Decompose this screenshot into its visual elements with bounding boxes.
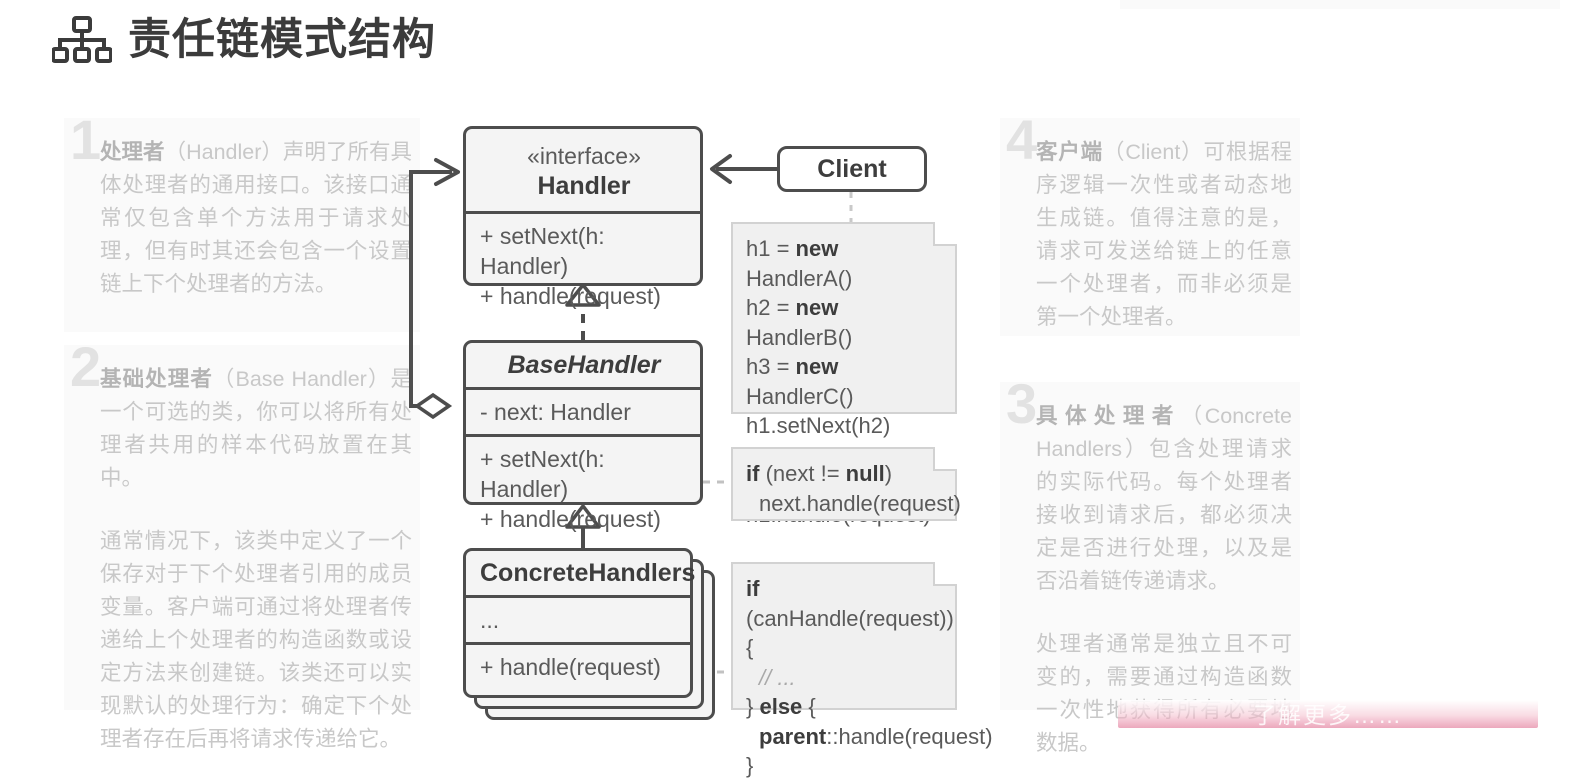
description-card-handler: 1 处理者（Handler）声明了所有具体处理者的通用接口。该接口通常仅包含单个… [64,112,420,332]
card-number-4: 4 [1006,108,1038,171]
card-number-3: 3 [1006,372,1038,435]
card-number-2: 2 [70,335,102,398]
concrete-handlers-header: ConcreteHandlers [466,551,696,595]
base-handler-methods: + setNext(h: Handler) + handle(request) [466,434,700,541]
concrete-code-line-4: parent::handle(request) [759,723,993,749]
handler-method-setnext: + setNext(h: Handler) [480,223,605,279]
handler-header: «interface» Handler [466,129,700,211]
card-1-text: （Handler）声明了所有具体处理者的通用接口。该接口通常仅包含单个方法用于请… [100,140,412,296]
base-handler-method-handle: + handle(request) [480,506,661,532]
uml-class-concrete-handlers[interactable]: ConcreteHandlers ... + handle(request) [463,548,696,698]
concrete-handlers-fields: ... [466,595,690,642]
handler-methods: + setNext(h: Handler) + handle(request) [466,211,700,318]
note-fold-corner-icon [933,447,957,471]
note-fold-corner-icon [933,562,957,586]
uml-class-client[interactable]: Client [777,146,927,192]
base-code-line-1: if (next != null) [746,461,893,486]
top-edge-strip [1120,0,1560,9]
handler-method-handle: + handle(request) [480,283,661,309]
base-code-line-2: next.handle(request) [759,490,961,516]
handler-stereotype: «interface» [527,143,641,169]
card-2-term: 基础处理者 [100,367,213,391]
card-3-text-2: 处理者通常是独立且不可变的，需要通过构造函数一次性地获得所有必要地数据。 [1036,632,1292,755]
concrete-code-line-2: // ... [759,664,796,690]
uml-class-handler[interactable]: «interface» Handler + setNext(h: Handler… [463,126,703,309]
card-3-term: 具体处理者 [1036,404,1181,428]
card-4-term: 客户端 [1036,140,1104,164]
note-base-handler-code: if (next != null) next.handle(request) [731,447,961,521]
card-2-text-1: （Base Handler）是一个可选的类，你可以将所有处理者共用的样本代码放置… [100,367,412,490]
concrete-handlers-methods: + handle(request) [466,642,690,689]
card-1-body: 处理者（Handler）声明了所有具体处理者的通用接口。该接口通常仅包含单个方法… [100,136,412,301]
concrete-handlers-method-handle: + handle(request) [480,654,661,680]
description-card-client: 4 客户端（Client）可根据程序逻辑一次性或者动态地生成链。值得注意的是，请… [1000,112,1300,336]
client-code-line-2: h2 = new HandlerB() [746,295,853,350]
watermark-banner: 了解更多…… [1118,700,1538,728]
card-3-text-1: （Concrete Handlers）包含处理请求的实际代码。每个处理者接收到请… [1036,404,1292,593]
base-handler-fields: - next: Handler [466,387,700,434]
base-handler-field-next: - next: Handler [480,399,631,425]
concrete-handlers-name: ConcreteHandlers [480,559,696,587]
card-1-term: 处理者 [100,140,165,164]
uml-class-base-handler[interactable]: BaseHandler - next: Handler + setNext(h:… [463,340,703,532]
client-code-line-4: h1.setNext(h2) [746,413,891,438]
client-code-line-1: h1 = new HandlerA() [746,236,853,291]
page-title-row: 责任链模式结构 [52,8,436,72]
client-code-line-3: h3 = new HandlerC() [746,354,854,409]
note-fold-corner-icon [933,222,957,246]
concrete-code-line-3: } else { [746,694,816,719]
card-2-body: 基础处理者（Base Handler）是一个可选的类，你可以将所有处理者共用的样… [100,363,412,756]
diagram-root: 责任链模式结构 1 处理者（Handler）声明了所有具体处理者的通用接口。该接… [52,0,1560,778]
base-handler-method-setnext: + setNext(h: Handler) [480,446,605,502]
concrete-handlers-field-ellipsis: ... [480,607,500,633]
note-client-code: h1 = new HandlerA() h2 = new HandlerB() … [731,222,957,527]
card-4-text: （Client）可根据程序逻辑一次性或者动态地生成链。值得注意的是，请求可发送给… [1036,140,1292,329]
concrete-code-line-5: } [746,753,754,778]
concrete-code-line-1: if (canHandle(request)) { [746,576,954,660]
card-number-1: 1 [70,108,102,171]
client-name: Client [817,154,887,183]
watermark-text: 了解更多…… [1253,702,1403,728]
handler-name: Handler [537,172,631,200]
description-card-concrete-handlers: 3 具体处理者（Concrete Handlers）包含处理请求的实际代码。每个… [1000,376,1300,755]
hierarchy-icon [52,16,112,63]
page-title: 责任链模式结构 [128,15,436,64]
base-handler-header: BaseHandler [466,343,700,387]
note-concrete-handler-code: if (canHandle(request)) { // ... } else … [731,562,993,778]
base-handler-name: BaseHandler [507,351,661,379]
card-4-body: 客户端（Client）可根据程序逻辑一次性或者动态地生成链。值得注意的是，请求可… [1036,136,1292,334]
description-card-base-handler: 2 基础处理者（Base Handler）是一个可选的类，你可以将所有处理者共用… [64,339,420,751]
uml-class-concrete-handlers-stack[interactable]: ConcreteHandlers ... + handle(request) [463,548,715,720]
card-2-text-2: 通常情况下，该类中定义了一个保存对于下个处理者引用的成员变量。客户端可通过将处理… [100,529,412,751]
